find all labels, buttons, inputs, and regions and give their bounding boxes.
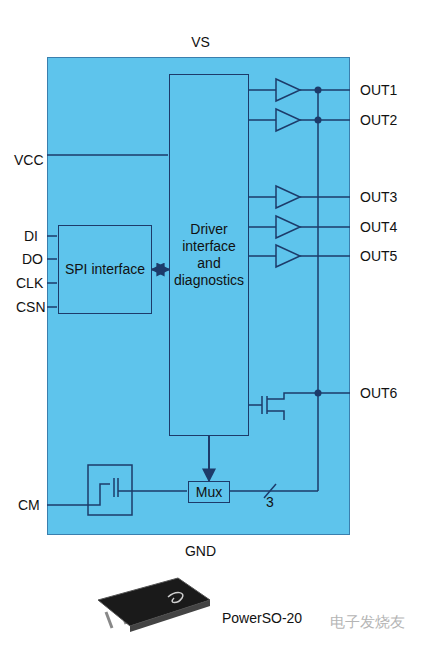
- junction-dot: [315, 87, 322, 94]
- pin: [162, 596, 168, 612]
- output-pin: OUT6: [360, 385, 397, 401]
- pin: [176, 592, 182, 608]
- clk-wire: [47, 282, 57, 284]
- mux-output-wire: [132, 490, 187, 492]
- bus-slash: [264, 484, 276, 498]
- connector-arrow: [152, 269, 169, 271]
- do-wire: [47, 258, 57, 260]
- output-pin: OUT3: [360, 189, 397, 205]
- buffer-input: [248, 196, 276, 198]
- output-pin: OUT2: [360, 112, 397, 128]
- out-wire: [300, 196, 350, 198]
- sense-bus: [317, 90, 319, 491]
- watermark: 电子发烧友: [330, 613, 405, 632]
- pin: [134, 604, 140, 620]
- di-wire: [47, 235, 57, 237]
- package-side: [130, 600, 210, 632]
- node-text: Driver interface and diagnostics: [170, 221, 248, 289]
- buffer-symbol: [276, 245, 300, 267]
- buffers: [276, 79, 300, 267]
- package-pins: [106, 588, 196, 628]
- package-name: PowerSO-20: [222, 610, 302, 626]
- package-body: [98, 578, 210, 626]
- spi-box: SPI interface: [58, 225, 152, 314]
- junction-dot: [315, 117, 322, 124]
- buffer-input: [248, 89, 276, 91]
- pin: [148, 600, 154, 616]
- node-text: GND: [48, 543, 353, 560]
- switch-box: [88, 465, 132, 515]
- pin-name: DI: [24, 228, 38, 244]
- pin-name: VCC: [14, 152, 44, 168]
- wires: [47, 90, 350, 505]
- node-text: Mux: [194, 484, 224, 501]
- package-illustration: [98, 578, 210, 632]
- pin-name: CM: [18, 497, 40, 513]
- bus-width: 3: [266, 494, 274, 510]
- junction-dot: [315, 390, 322, 397]
- driver-box: Driver interface and diagnostics: [169, 74, 249, 436]
- mux-bus: [229, 490, 318, 492]
- mux-box: Mux: [188, 481, 230, 503]
- buffer-symbol: [276, 109, 300, 131]
- buffer-input: [248, 255, 276, 257]
- out-wire: [300, 226, 350, 228]
- junctions: [315, 87, 322, 397]
- out-wire: [300, 89, 350, 91]
- connector-arrow: [208, 436, 210, 481]
- pin: [190, 588, 196, 604]
- output-pin: OUT1: [360, 82, 397, 98]
- vcc-wire: [47, 154, 168, 156]
- out-wire: [300, 255, 350, 257]
- buffer-input: [248, 226, 276, 228]
- out-wire: [300, 119, 350, 121]
- pin: [106, 612, 112, 628]
- pin-name: DO: [22, 251, 43, 267]
- buffer-symbol: [276, 186, 300, 208]
- pin: [120, 608, 126, 624]
- logo-mark: [168, 593, 183, 603]
- output-pin: OUT5: [360, 248, 397, 264]
- buffer-symbol: [276, 216, 300, 238]
- pin-name: CLK: [16, 275, 43, 291]
- pin-name: CSN: [16, 299, 46, 315]
- low-side-mosfet: [248, 393, 350, 420]
- output-pin: OUT4: [360, 219, 397, 235]
- cm-wire: [47, 504, 88, 506]
- cm-switch: [88, 465, 132, 515]
- csn-wire: [47, 306, 57, 308]
- node-text: SPI interface: [63, 261, 147, 278]
- device-outline: VSGNDSPI interfaceDriver interface and d…: [47, 57, 350, 535]
- mosfet-symbol: [88, 478, 132, 505]
- node-text: VS: [48, 34, 353, 51]
- buffer-symbol: [276, 79, 300, 101]
- buffer-input: [248, 119, 276, 121]
